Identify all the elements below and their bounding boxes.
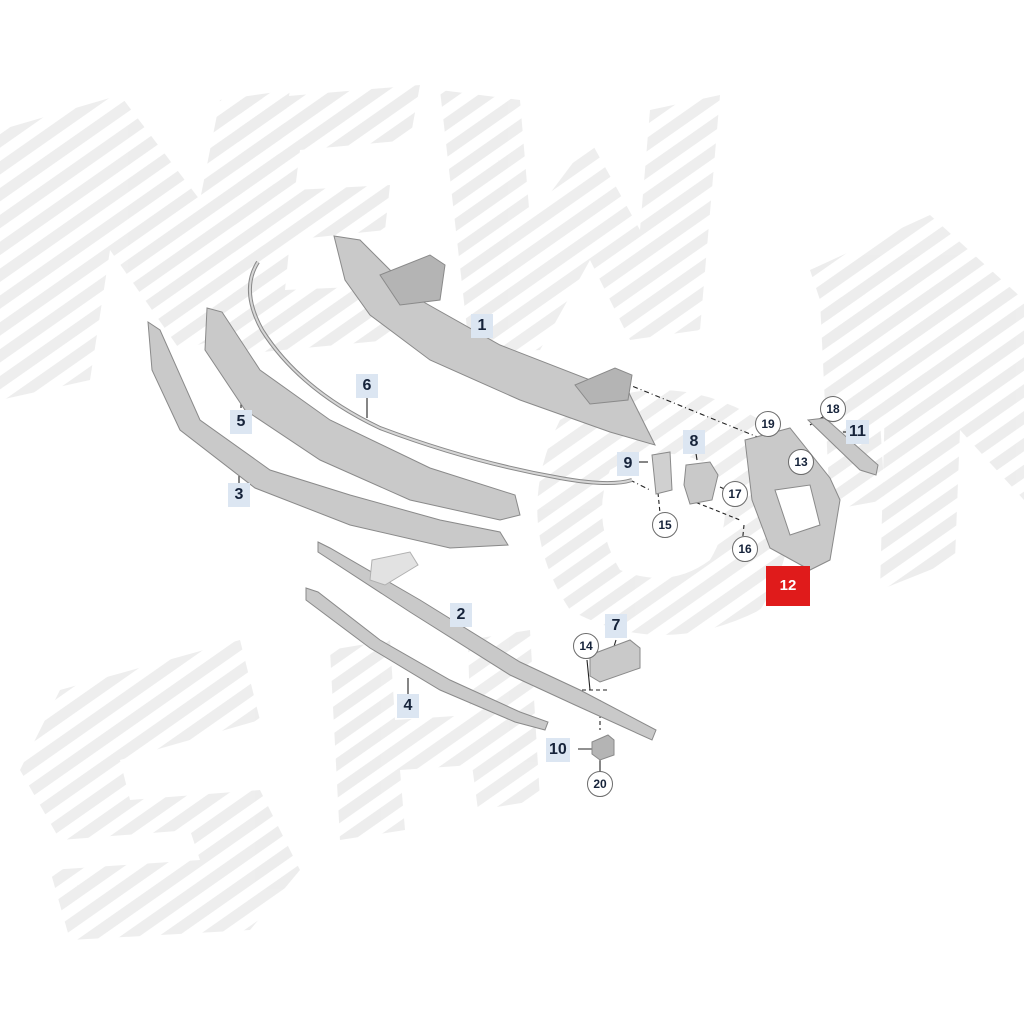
- watermark-letter-h: [330, 630, 540, 840]
- callout-10[interactable]: 10: [546, 738, 570, 762]
- watermark-letter-s: [20, 640, 300, 940]
- part-2-bracket: [369, 551, 419, 586]
- part-6-cable-inner: [248, 261, 633, 485]
- callout-16[interactable]: 16: [732, 536, 758, 562]
- callout-4[interactable]: 4: [397, 694, 419, 718]
- part-8-bracket: [683, 461, 719, 505]
- callout-19[interactable]: 19: [755, 411, 781, 437]
- watermark-letter-w: [440, 90, 720, 355]
- part-4-strip: [305, 587, 549, 731]
- part-1-bumper-beam: [333, 235, 656, 446]
- callout-3[interactable]: 3: [228, 483, 250, 507]
- callout-5[interactable]: 5: [230, 410, 252, 434]
- callout-6[interactable]: 6: [356, 374, 378, 398]
- part-2-trim: [317, 541, 657, 741]
- part-9-bracket: [651, 451, 673, 495]
- callout-12-highlighted[interactable]: 12: [766, 566, 810, 606]
- callout-18[interactable]: 18: [820, 396, 846, 422]
- part-3-bracket: [147, 321, 509, 549]
- part-7-bracket: [589, 639, 641, 683]
- callout-2[interactable]: 2: [450, 603, 472, 627]
- callout-14[interactable]: 14: [573, 633, 599, 659]
- callout-9[interactable]: 9: [617, 452, 639, 476]
- callout-15[interactable]: 15: [652, 512, 678, 538]
- callout-13[interactable]: 13: [788, 449, 814, 475]
- callout-11[interactable]: 11: [846, 420, 869, 444]
- callout-8[interactable]: 8: [683, 430, 705, 454]
- watermark: [0, 85, 1024, 940]
- part-10-clip: [591, 734, 615, 761]
- part-11-bracket: [806, 417, 879, 476]
- part-12-bracket-opening: [774, 484, 821, 536]
- watermark-letter-o: [537, 390, 790, 635]
- callout-17[interactable]: 17: [722, 481, 748, 507]
- callout-7[interactable]: 7: [605, 614, 627, 638]
- callout-1[interactable]: 1: [471, 314, 493, 338]
- callout-20[interactable]: 20: [587, 771, 613, 797]
